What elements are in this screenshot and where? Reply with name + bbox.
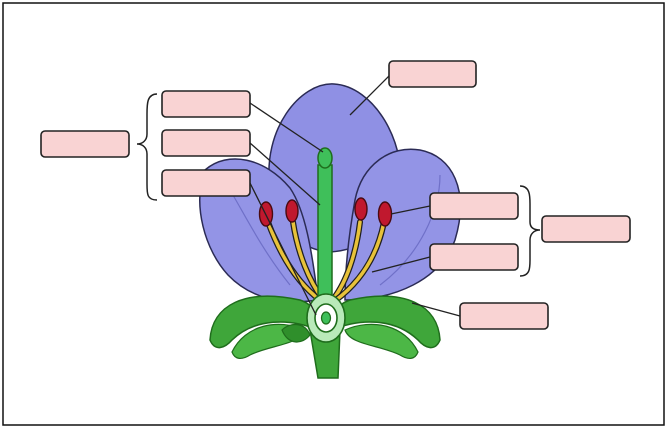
label-stamen[interactable] [542,216,630,242]
label-anther[interactable] [430,193,518,219]
anther-4 [379,202,392,226]
anther-3 [355,198,367,220]
label-stigma[interactable] [162,91,250,117]
label-ovary[interactable] [162,170,250,196]
label-style[interactable] [162,130,250,156]
style [318,165,332,300]
ovule [322,312,331,324]
label-petal[interactable] [389,61,476,87]
label-sepal[interactable] [460,303,548,329]
stigma [318,148,332,168]
anther-2 [286,200,298,222]
label-pistil[interactable] [41,131,129,157]
label-filament[interactable] [430,244,518,270]
